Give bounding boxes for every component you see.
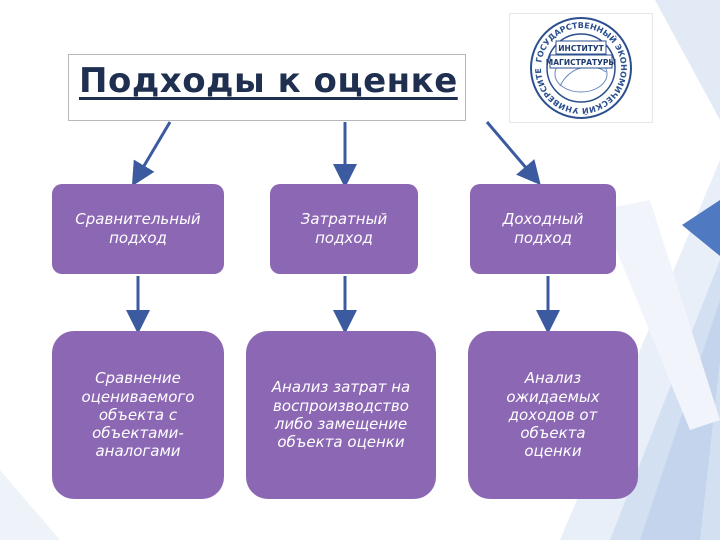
logo-line1: ИНСТИТУТ [558,44,604,53]
node-comparative-detail: Сравнение оцениваемого объекта с объекта… [52,331,224,499]
deco-shape [655,0,720,120]
deco-shape [682,200,720,256]
node-detail: Сравнение оцениваемого объекта с объекта… [81,369,195,461]
logo-emblem: ГОСУДАРСТВЕННЫЙ ЭКОНОМИЧЕСКИЙ УНИВЕРСИТЕ… [510,14,632,119]
node-label: Доходный подход [502,210,584,247]
node-income-approach: Доходный подход [470,184,616,274]
node-detail: Анализ ожидаемых доходов от объекта оцен… [506,369,600,461]
title-box: Подходы к оценке [68,54,466,121]
institute-logo: ГОСУДАРСТВЕННЫЙ ЭКОНОМИЧЕСКИЙ УНИВЕРСИТЕ… [510,14,652,122]
deco-shape [0,470,60,540]
node-cost-detail: Анализ затрат на воспроизводство либо за… [246,331,436,499]
page-title: Подходы к оценке [79,61,458,101]
node-detail: Анализ затрат на воспроизводство либо за… [271,378,411,452]
node-income-detail: Анализ ожидаемых доходов от объекта оцен… [468,331,638,499]
logo-line2: МАГИСТРАТУРЫ [546,58,617,67]
node-cost-approach: Затратный подход [270,184,418,274]
node-label: Сравнительный подход [75,210,201,247]
deco-shape [600,200,720,430]
node-comparative-approach: Сравнительный подход [52,184,224,274]
node-label: Затратный подход [300,210,388,247]
